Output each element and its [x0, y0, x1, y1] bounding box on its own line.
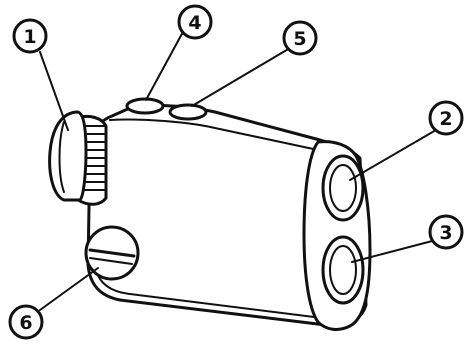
callout-4-label: 4: [188, 12, 201, 34]
callout-1-label: 1: [23, 26, 36, 48]
callout-6: 6: [10, 306, 42, 338]
callout-2-label: 2: [439, 108, 452, 130]
callout-3-label: 3: [439, 222, 452, 244]
callout-1: 1: [14, 20, 46, 52]
callout-6-label: 6: [19, 312, 32, 334]
callout-4: 4: [179, 6, 211, 38]
callout-5-label: 5: [293, 28, 306, 50]
upper-lens: [323, 156, 363, 220]
leader-line-6: [40, 268, 98, 310]
eyepiece: [50, 112, 106, 204]
callout-5: 5: [284, 22, 316, 54]
leader-line-4: [146, 30, 184, 100]
callout-3: 3: [430, 216, 462, 248]
leader-line-5: [192, 48, 290, 106]
callout-2: 2: [430, 102, 462, 134]
leader-line-2: [350, 130, 436, 180]
lower-lens: [323, 237, 363, 303]
leader-line-1: [40, 52, 68, 130]
